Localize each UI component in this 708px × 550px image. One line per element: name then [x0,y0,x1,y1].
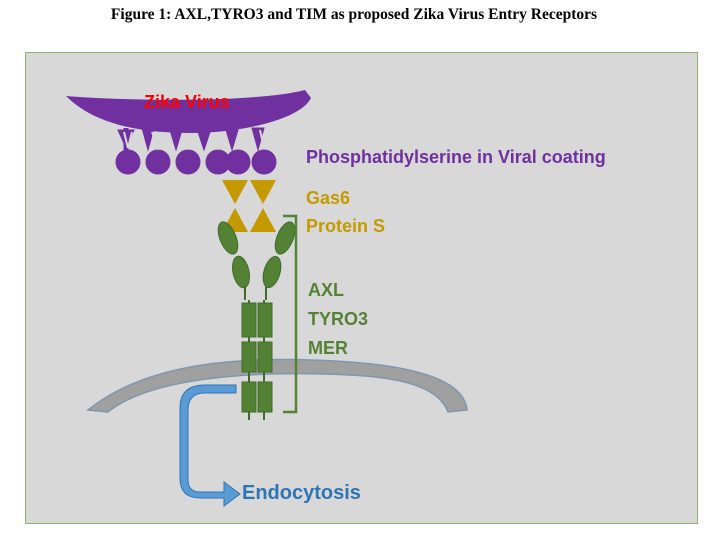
phosphatidylserine-heads [115,127,277,175]
gas6-label: Gas6 [306,188,350,208]
receptor-ig-domains [217,221,296,289]
virus-label: Zika Virus [144,92,230,112]
tyro3-label: TYRO3 [308,309,368,329]
axl-label: AXL [308,280,344,300]
mer-label: MER [308,338,348,358]
endocytosis-arrow [179,384,241,507]
receptor-bracket [283,214,298,414]
cell-membrane [86,358,468,413]
figure-caption: Figure 1: AXL,TYRO3 and TIM as proposed … [110,6,598,23]
endocytosis-label: Endocytosis [242,482,361,504]
gas6-protein-s-ligand [222,180,276,232]
receptor-fn-domains [241,302,273,413]
protein-s-label: Protein S [306,216,385,236]
diagram-panel [25,52,698,524]
virus-envelope [66,90,311,133]
phosphatidylserine-label: Phosphatidylserine in Viral coating [306,147,606,167]
